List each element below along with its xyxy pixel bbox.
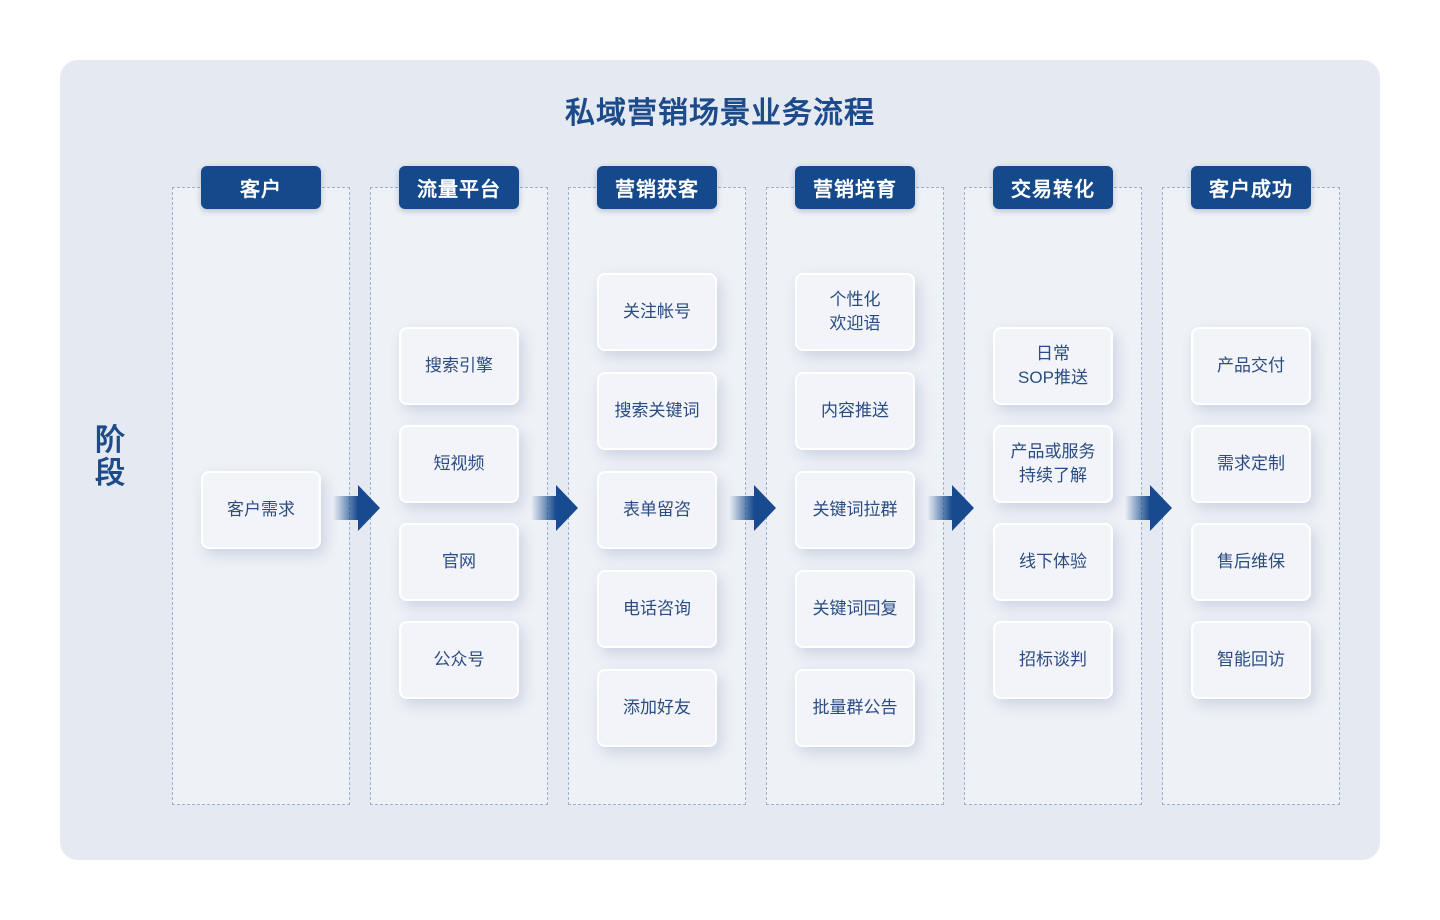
- flow-step-card: 官网: [399, 523, 519, 601]
- flow-step-card: 售后维保: [1191, 523, 1311, 601]
- flow-step-card: 招标谈判: [993, 621, 1113, 699]
- card-list: 产品交付需求定制售后维保智能回访: [1163, 188, 1339, 699]
- card-label: 产品交付: [1217, 356, 1285, 375]
- stage-column: 交易转化 日常 SOP推送产品或服务持续了解线下体验招标谈判: [964, 166, 1142, 805]
- flow-step-card: 关键词拉群: [795, 471, 915, 549]
- card-label: 持续了解: [1019, 466, 1087, 485]
- card-label: 短视频: [433, 454, 485, 473]
- flow-step-card: 线下体验: [993, 523, 1113, 601]
- stage-column: 客户成功 产品交付需求定制售后维保智能回访: [1162, 166, 1340, 805]
- card-list: 关注帐号搜索关键词表单留咨电话咨询添加好友: [569, 188, 745, 747]
- stage-column: 营销培育 个性化欢迎语内容推送关键词拉群关键词回复批量群公告: [766, 166, 944, 805]
- card-label: 个性化: [829, 290, 881, 309]
- flow-step-card: 产品交付: [1191, 327, 1311, 405]
- flow-step-card: 关键词回复: [795, 570, 915, 648]
- flow-step-card: 产品或服务持续了解: [993, 425, 1113, 503]
- stage-column: 营销获客 关注帐号搜索关键词表单留咨电话咨询添加好友: [568, 166, 746, 805]
- flow-step-card: 电话咨询: [597, 570, 717, 648]
- card-label: 添加好友: [623, 698, 691, 717]
- flow-step-card: 智能回访: [1191, 621, 1311, 699]
- card-list: 个性化欢迎语内容推送关键词拉群关键词回复批量群公告: [767, 188, 943, 747]
- stage-header: 营销培育: [795, 166, 915, 209]
- flow-panel: 私域营销场景业务流程 阶段 客户 客户需求 流量平台 搜索引擎短视频官网公众号 …: [60, 60, 1380, 860]
- stage-header: 营销获客: [597, 166, 717, 209]
- stage-columns: 客户 客户需求 流量平台 搜索引擎短视频官网公众号 营销获客 关注帐号搜索关键词…: [172, 166, 1340, 805]
- card-label: 招标谈判: [1019, 650, 1087, 669]
- flow-step-card: 表单留咨: [597, 471, 717, 549]
- stage-header: 客户成功: [1191, 166, 1311, 209]
- stage-column: 流量平台 搜索引擎短视频官网公众号: [370, 166, 548, 805]
- card-label: 关键词拉群: [812, 500, 898, 519]
- flow-step-card: 日常 SOP推送: [993, 327, 1113, 405]
- card-label: 售后维保: [1217, 552, 1285, 571]
- stage-axis-label: 阶段: [95, 424, 125, 490]
- card-label: 公众号: [433, 650, 485, 669]
- flow-step-card: 关注帐号: [597, 273, 717, 351]
- flow-step-card: 内容推送: [795, 372, 915, 450]
- flow-step-card: 搜索关键词: [597, 372, 717, 450]
- flow-step-card: 添加好友: [597, 669, 717, 747]
- card-label: 客户需求: [227, 500, 295, 519]
- card-label: 批量群公告: [812, 698, 898, 717]
- stage-header: 交易转化: [993, 166, 1113, 209]
- card-label: 日常: [1036, 344, 1070, 363]
- card-label: 线下体验: [1019, 552, 1087, 571]
- card-list: 客户需求: [173, 188, 349, 549]
- card-label: 搜索关键词: [614, 401, 700, 420]
- flow-step-card: 客户需求: [201, 471, 321, 549]
- stage-header: 流量平台: [399, 166, 519, 209]
- flow-step-card: 个性化欢迎语: [795, 273, 915, 351]
- flow-step-card: 需求定制: [1191, 425, 1311, 503]
- flow-step-card: 公众号: [399, 621, 519, 699]
- stage-header: 客户: [201, 166, 321, 209]
- card-list: 搜索引擎短视频官网公众号: [371, 188, 547, 699]
- flow-step-card: 搜索引擎: [399, 327, 519, 405]
- card-label: 内容推送: [821, 401, 889, 420]
- card-label: SOP推送: [1018, 368, 1088, 387]
- card-label: 智能回访: [1217, 650, 1285, 669]
- card-label: 需求定制: [1217, 454, 1285, 473]
- flow-step-card: 批量群公告: [795, 669, 915, 747]
- card-label: 电话咨询: [623, 599, 691, 618]
- card-label: 关注帐号: [623, 302, 691, 321]
- card-label: 产品或服务: [1010, 442, 1096, 461]
- card-label: 搜索引擎: [425, 356, 493, 375]
- flow-step-card: 短视频: [399, 425, 519, 503]
- stage-column: 客户 客户需求: [172, 166, 350, 805]
- card-label: 表单留咨: [623, 500, 691, 519]
- card-label: 官网: [442, 552, 476, 571]
- card-label: 欢迎语: [829, 314, 881, 333]
- card-label: 关键词回复: [812, 599, 898, 618]
- card-list: 日常 SOP推送产品或服务持续了解线下体验招标谈判: [965, 188, 1141, 699]
- diagram-title: 私域营销场景业务流程: [565, 97, 875, 130]
